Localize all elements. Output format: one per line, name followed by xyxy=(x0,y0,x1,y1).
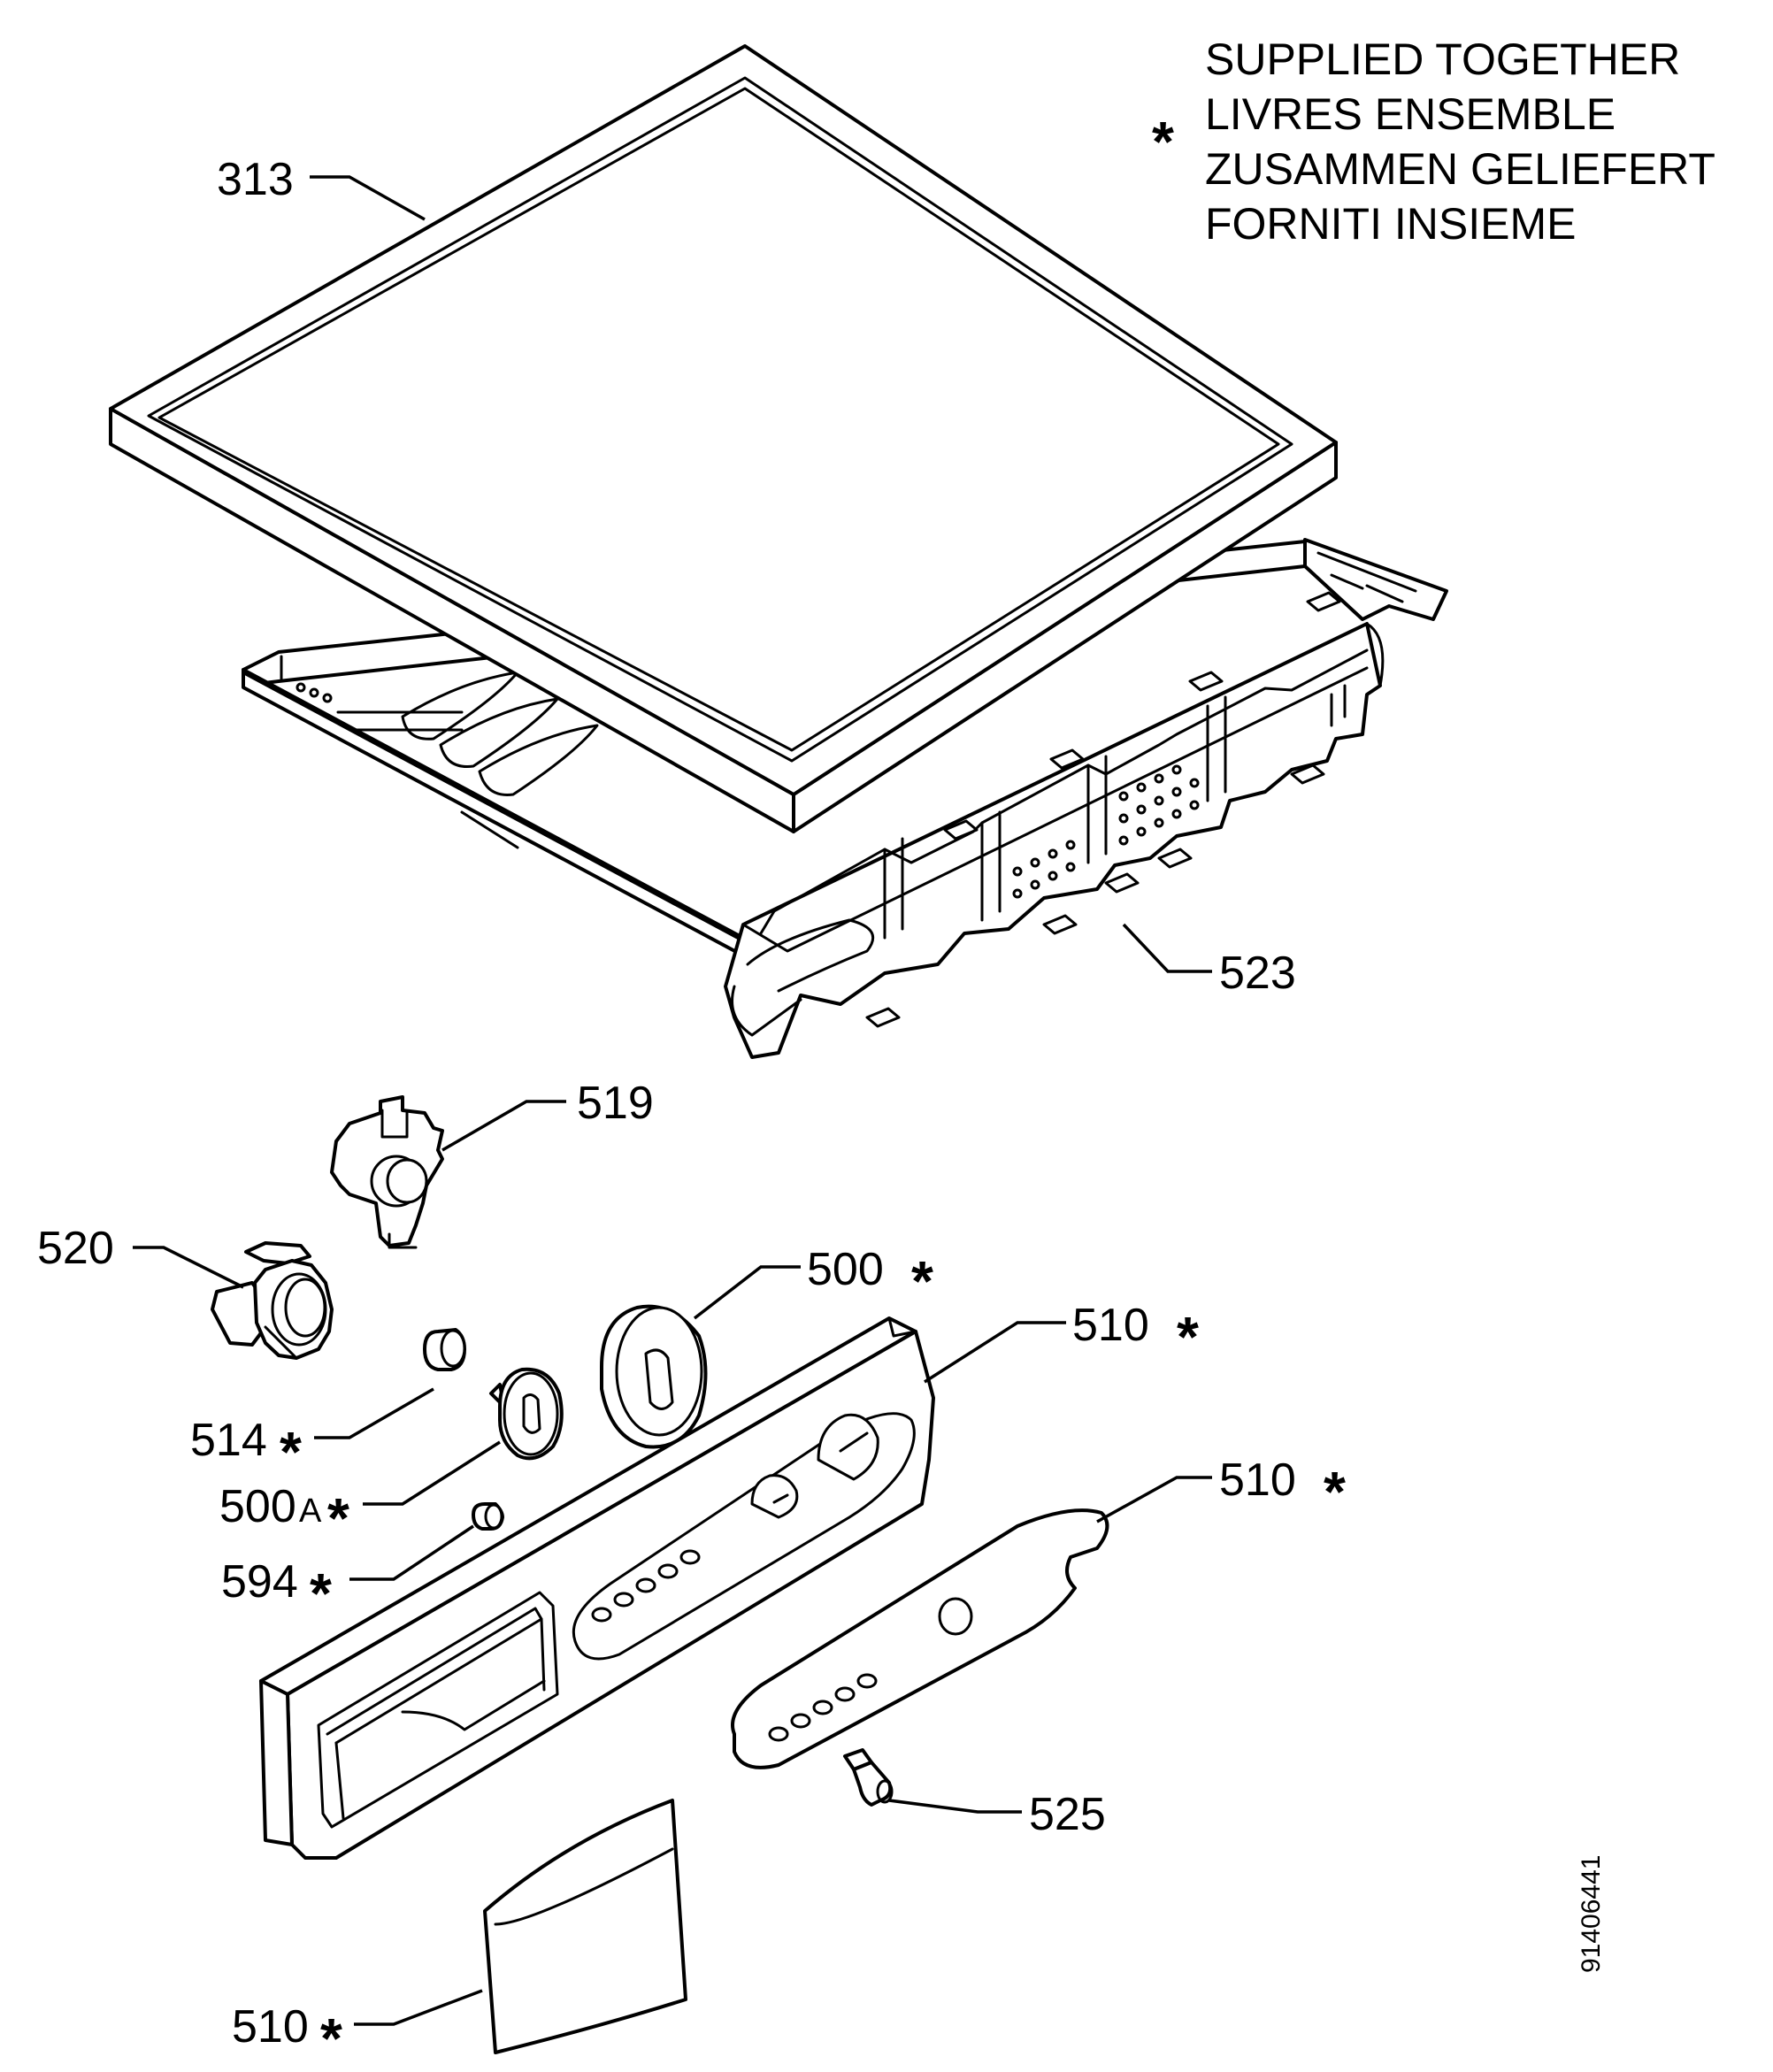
label-523: 523 xyxy=(1219,948,1296,999)
part-500a-small-knob xyxy=(489,1367,564,1461)
label-510-panel: 510 xyxy=(1072,1300,1149,1351)
label-510-trim-asterisk: * xyxy=(1324,1460,1346,1523)
part-labels: 313 523 519 520 500 * 510 * 510 * 514 * … xyxy=(37,154,1346,2070)
label-510-trim: 510 xyxy=(1219,1454,1296,1506)
part-510-drawer-handle xyxy=(483,1799,687,2054)
legend-line-1: SUPPLIED TOGETHER xyxy=(1205,35,1680,84)
legend-asterisk: * xyxy=(1152,110,1174,173)
part-500-large-knob xyxy=(600,1304,708,1449)
legend-line-3: ZUSAMMEN GELIEFERT xyxy=(1205,144,1715,194)
part-514-spacer xyxy=(423,1328,466,1371)
legend-line-4: FORNITI INSIEME xyxy=(1205,199,1576,249)
label-500a-asterisk: * xyxy=(327,1486,349,1550)
part-594-pin xyxy=(472,1502,504,1531)
frame-grille xyxy=(1012,764,1200,899)
label-514: 514 xyxy=(190,1415,267,1466)
part-519-selector-housing xyxy=(330,1095,444,1249)
label-510-handle: 510 xyxy=(232,2001,309,2053)
part-510-front-trim xyxy=(731,1508,1109,1769)
label-500a-number: 500 xyxy=(219,1481,296,1532)
label-500: 500 xyxy=(807,1244,884,1295)
label-519: 519 xyxy=(577,1078,654,1129)
document-number: 91406441 xyxy=(1577,1855,1606,1973)
label-313: 313 xyxy=(217,154,294,205)
label-525: 525 xyxy=(1029,1789,1106,1840)
label-594: 594 xyxy=(221,1556,298,1608)
part-510-control-panel xyxy=(259,1316,935,1860)
legend: * SUPPLIED TOGETHER LIVRES ENSEMBLE ZUSA… xyxy=(1152,35,1715,249)
legend-line-2: LIVRES ENSEMBLE xyxy=(1205,89,1616,139)
label-510-panel-asterisk: * xyxy=(1177,1305,1199,1369)
label-500-asterisk: * xyxy=(911,1249,933,1313)
part-520-selector-knob-holder xyxy=(211,1241,334,1360)
label-514-asterisk: * xyxy=(280,1420,302,1484)
label-520: 520 xyxy=(37,1223,114,1274)
label-594-asterisk: * xyxy=(310,1562,332,1625)
leader-lines xyxy=(133,175,1212,2026)
part-313-lid xyxy=(109,44,1338,833)
label-510-handle-asterisk: * xyxy=(320,2007,342,2070)
label-500a-suffix: A xyxy=(299,1493,322,1530)
part-525-button-pin xyxy=(843,1748,894,1807)
